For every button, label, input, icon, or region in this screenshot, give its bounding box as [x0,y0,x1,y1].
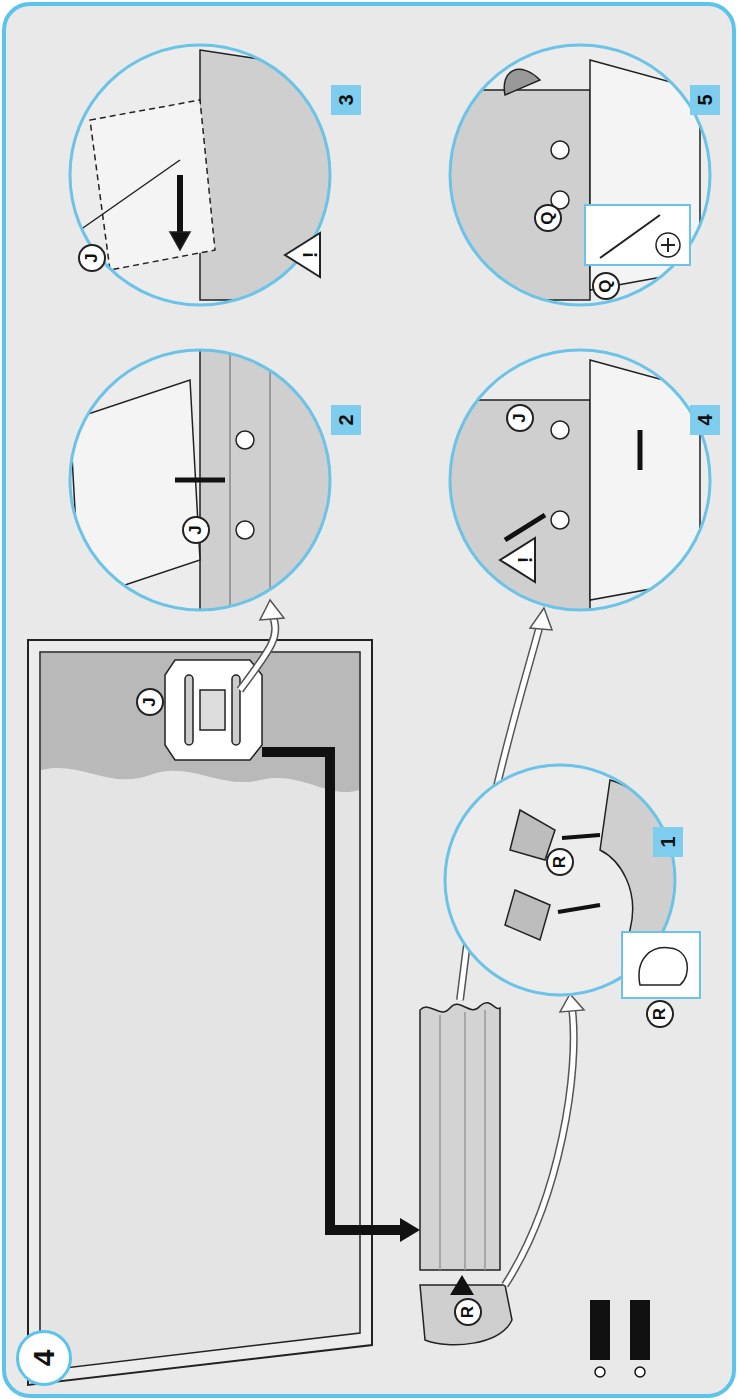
detail-circle [450,45,710,305]
warning-mark: ! [513,551,537,569]
callout-number: 2 [331,405,361,435]
part-letter: R [646,1000,674,1028]
part-letter: R [546,848,574,876]
part-letter: Q [592,272,620,300]
part-letter: Q [534,204,562,232]
frame [4,4,734,1396]
guide-line [262,752,408,1230]
warning-mark: ! [298,246,322,264]
two-person-icon [590,1300,650,1377]
part-letter: J [182,516,210,544]
detail-circle [70,350,340,610]
callout-number: 1 [653,827,683,857]
part-letter: J [78,244,106,272]
rail [420,1003,500,1270]
callout-number: 4 [690,405,720,435]
callout-number: 5 [690,85,720,115]
detail-circle [70,45,330,305]
arrow-head [450,1275,474,1295]
step-number: 4 [16,1330,72,1386]
detail-circle [445,765,700,998]
part-letter: J [136,688,164,716]
part-letter: J [506,404,534,432]
arrow-head [400,1218,420,1242]
callout-number: 3 [331,85,361,115]
detail-circle [450,350,710,610]
part-letter: R [454,1298,482,1326]
